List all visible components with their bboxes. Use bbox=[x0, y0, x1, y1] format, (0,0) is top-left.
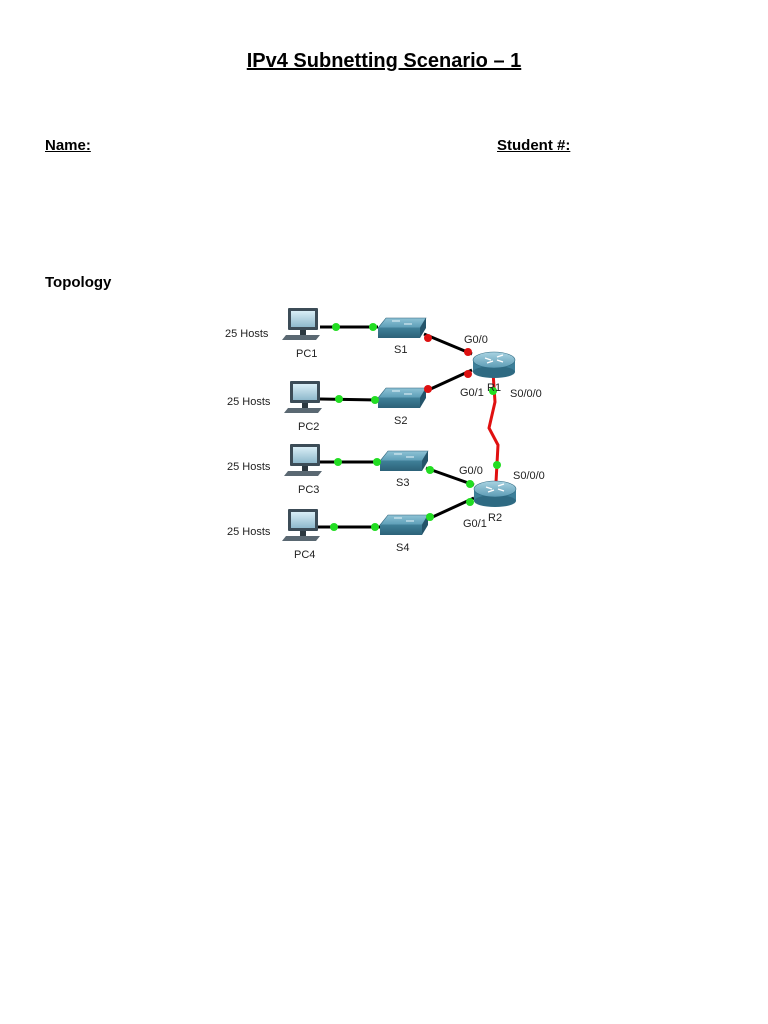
link-s2-r1 bbox=[423, 368, 473, 394]
link-s3-r2 bbox=[425, 466, 475, 487]
port-up-dot bbox=[335, 395, 343, 403]
document-title-text: IPv4 Subnetting Scenario – 1 bbox=[246, 50, 522, 72]
port-up-dot bbox=[332, 323, 340, 331]
r1-s000-label: S0/0/0 bbox=[510, 388, 542, 400]
port-up-dot bbox=[371, 523, 379, 531]
hosts-label-pc2: 25 Hosts bbox=[227, 396, 271, 408]
port-up-dot bbox=[330, 523, 338, 531]
port-down-dot bbox=[424, 334, 432, 342]
port-down-dot bbox=[464, 348, 472, 356]
port-up-dot bbox=[466, 498, 474, 506]
port-indicators bbox=[330, 323, 501, 531]
switch-s4 bbox=[379, 514, 429, 535]
s2-label: S2 bbox=[394, 415, 407, 427]
port-up-dot bbox=[371, 396, 379, 404]
port-up-dot bbox=[334, 458, 342, 466]
pc2-label: PC2 bbox=[298, 421, 319, 433]
switch-s3 bbox=[379, 450, 429, 471]
pc4-label: PC4 bbox=[294, 549, 315, 561]
link-pc2-s2 bbox=[319, 397, 379, 402]
serial-link-r1-r2 bbox=[487, 371, 500, 483]
hosts-label-pc4: 25 Hosts bbox=[227, 526, 271, 538]
port-up-dot bbox=[493, 461, 501, 469]
pc2 bbox=[284, 381, 322, 413]
switch-s2 bbox=[377, 387, 427, 408]
link-s4-r2 bbox=[425, 496, 475, 522]
port-up-dot bbox=[466, 480, 474, 488]
s1-label: S1 bbox=[394, 344, 407, 356]
r1-g00-label: G0/0 bbox=[464, 334, 488, 346]
r1-g01-label: G0/1 bbox=[460, 387, 484, 399]
r1-label: R1 bbox=[487, 382, 501, 394]
name-label: Name: bbox=[45, 137, 91, 154]
port-up-dot bbox=[373, 458, 381, 466]
pc1-label: PC1 bbox=[296, 348, 317, 360]
hosts-label-pc3: 25 Hosts bbox=[227, 461, 271, 473]
pc3 bbox=[284, 444, 322, 476]
student-number-label: Student #: bbox=[497, 137, 571, 154]
port-down-dot bbox=[424, 385, 432, 393]
port-up-dot bbox=[426, 513, 434, 521]
port-up-dot bbox=[369, 323, 377, 331]
pc3-label: PC3 bbox=[298, 484, 319, 496]
r2-s000-label: S0/0/0 bbox=[513, 470, 545, 482]
port-up-dot bbox=[426, 466, 434, 474]
ethernet-links bbox=[318, 325, 475, 529]
s4-label: S4 bbox=[396, 542, 409, 554]
link-s1-r1 bbox=[423, 332, 473, 356]
port-down-dot bbox=[464, 370, 472, 378]
router-r1 bbox=[472, 351, 516, 378]
r2-label: R2 bbox=[488, 512, 502, 524]
r2-g00-label: G0/0 bbox=[459, 465, 483, 477]
hosts-label-pc1: 25 Hosts bbox=[225, 328, 269, 340]
r2-g01-label: G0/1 bbox=[463, 518, 487, 530]
topology-heading: Topology bbox=[45, 274, 112, 291]
pc1 bbox=[282, 308, 320, 340]
document-title: IPv4 Subnetting Scenario – 1 bbox=[0, 50, 768, 73]
router-r2 bbox=[473, 480, 517, 507]
pc4 bbox=[282, 509, 320, 541]
port-up-dot bbox=[489, 387, 497, 395]
s3-label: S3 bbox=[396, 477, 409, 489]
switch-s1 bbox=[377, 317, 427, 338]
